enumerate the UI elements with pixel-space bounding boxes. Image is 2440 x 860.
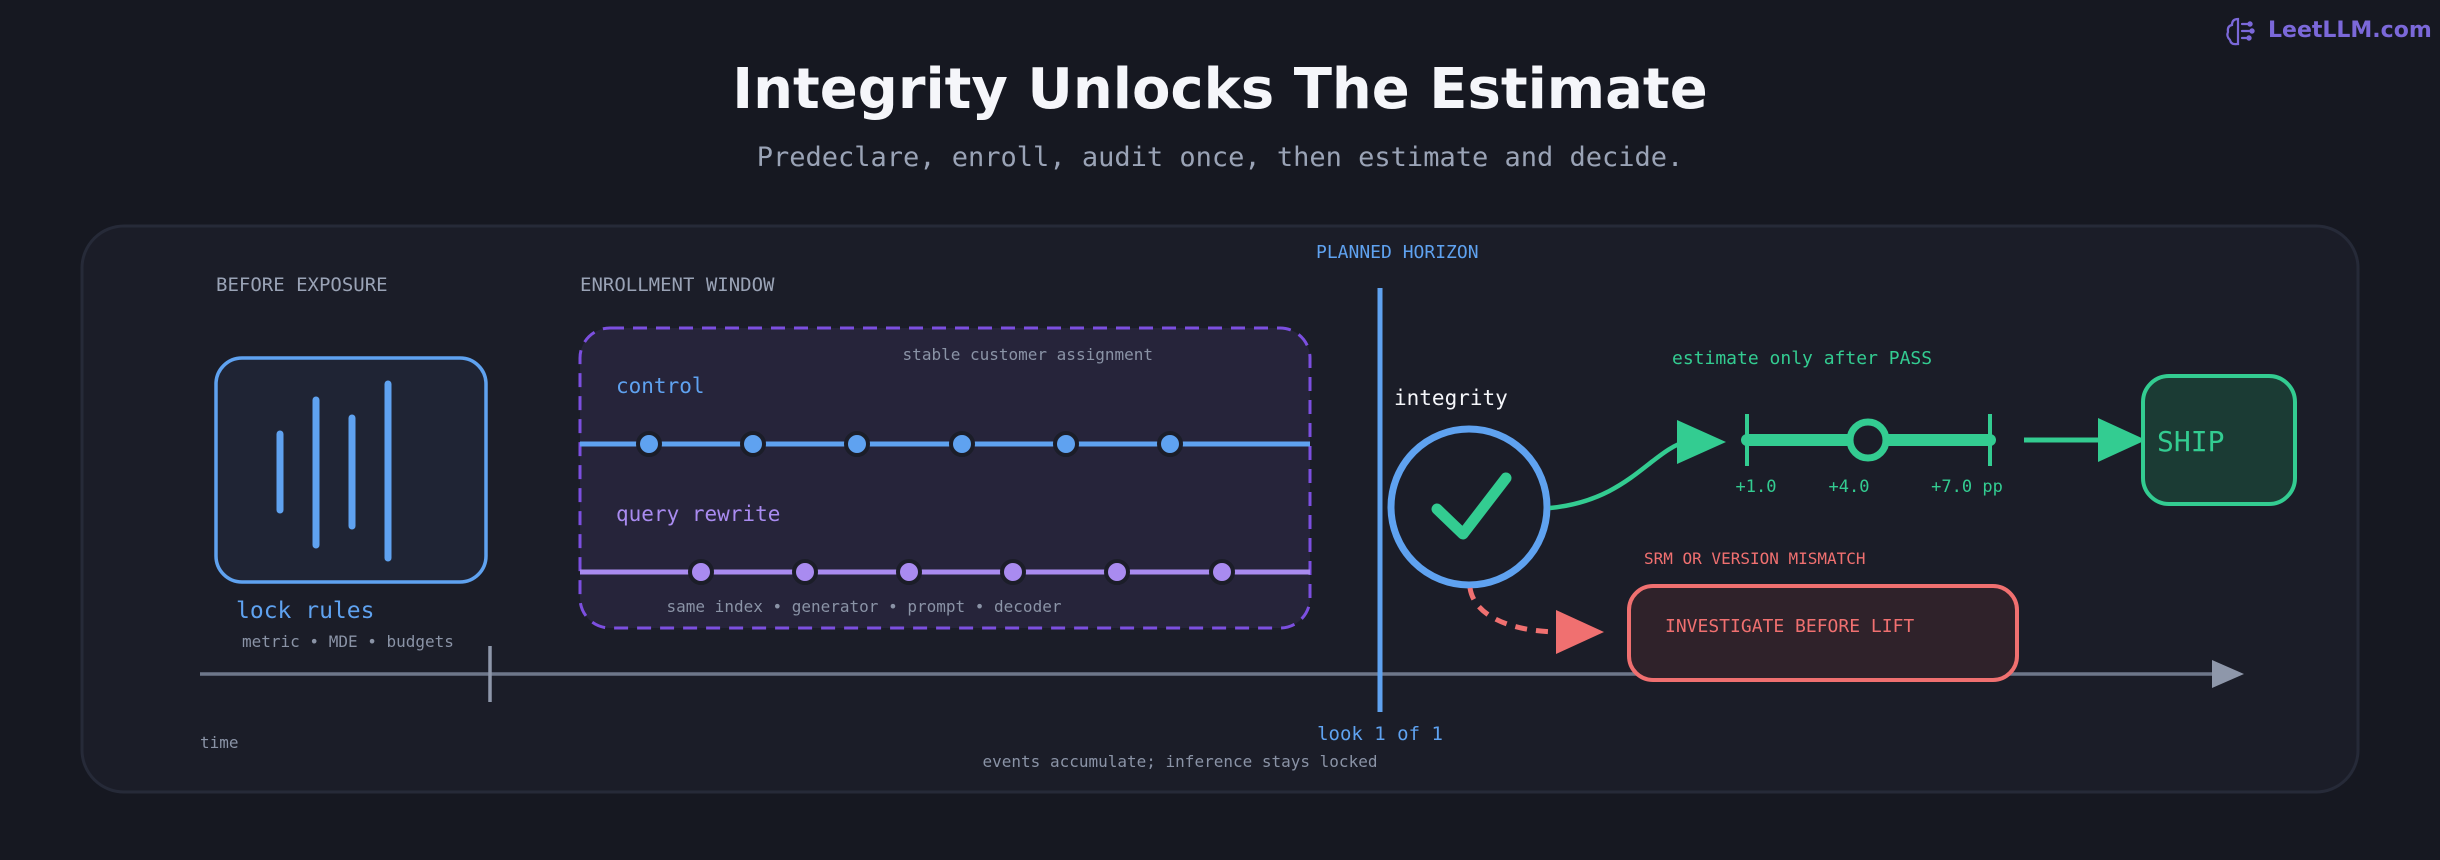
treatment-event-dot-2 <box>792 559 818 585</box>
treatment-event-dot-5 <box>1104 559 1130 585</box>
ship-arrowhead <box>2098 418 2146 462</box>
check-icon <box>1431 472 1512 540</box>
ci-high-value: +7.0 pp <box>1931 477 2003 497</box>
treatment-event-dot-3 <box>896 559 922 585</box>
pass-arrowhead <box>1677 420 1726 464</box>
failure-label: SRM OR VERSION MISMATCH <box>1644 549 1866 568</box>
control-event-dot-3 <box>844 431 870 457</box>
look-label: look 1 of 1 <box>1317 723 1443 745</box>
fail-arrowhead <box>1556 610 1604 654</box>
control-label: control <box>616 374 705 398</box>
phase-label-enrollment-window: ENROLLMENT WINDOW <box>580 274 775 296</box>
treatment-event-dot-1 <box>688 559 714 585</box>
phase-label-before-exposure: BEFORE EXPOSURE <box>216 274 388 296</box>
estimate-label: estimate only after PASS <box>1672 348 1932 369</box>
ship-box <box>2141 374 2297 506</box>
ci-low-value: +1.0 <box>1736 477 1777 497</box>
ship-label: SHIP <box>2157 425 2224 458</box>
control-event-dot-1 <box>636 431 662 457</box>
control-event-dot-4 <box>949 431 975 457</box>
page-subtitle: Predeclare, enroll, audit once, then est… <box>757 142 1684 173</box>
control-event-dot-5 <box>1053 431 1079 457</box>
investigate-box <box>1627 584 2019 682</box>
page-title: Integrity Unlocks The Estimate <box>732 57 1707 122</box>
lock-rules-label: lock rules <box>236 598 374 624</box>
timeline-caption: events accumulate; inference stays locke… <box>983 752 1378 771</box>
parity-note: same index • generator • prompt • decode… <box>667 597 1062 616</box>
control-event-dot-2 <box>740 431 766 457</box>
assignment-note: stable customer assignment <box>903 345 1153 364</box>
integrity-label: integrity <box>1394 386 1508 410</box>
time-axis-label: time <box>200 733 239 752</box>
treatment-event-dot-4 <box>1000 559 1026 585</box>
integrity-check-circle <box>1387 425 1551 589</box>
treatment-label: query rewrite <box>616 502 780 526</box>
treatment-event-dot-6 <box>1209 559 1235 585</box>
control-event-dot-6 <box>1157 431 1183 457</box>
brand-logo[interactable]: LeetLLM.com <box>2226 17 2432 46</box>
time-axis-arrowhead <box>2212 660 2244 688</box>
fail-connector <box>1467 587 1561 635</box>
point-estimate-marker <box>1846 418 1890 462</box>
lock-rules-sublabel: metric • MDE • budgets <box>242 632 454 651</box>
point-estimate-value: +4.0 <box>1829 477 1870 497</box>
phase-label-planned-horizon: PLANNED HORIZON <box>1316 242 1479 263</box>
lock-rules-bars-icon <box>276 380 392 562</box>
brand-text: LeetLLM.com <box>2268 18 2432 43</box>
pass-connector <box>1549 437 1691 511</box>
investigate-label: INVESTIGATE BEFORE LIFT <box>1665 616 1914 637</box>
brain-icon <box>2226 17 2255 46</box>
enrollment-window-box <box>578 326 1312 630</box>
